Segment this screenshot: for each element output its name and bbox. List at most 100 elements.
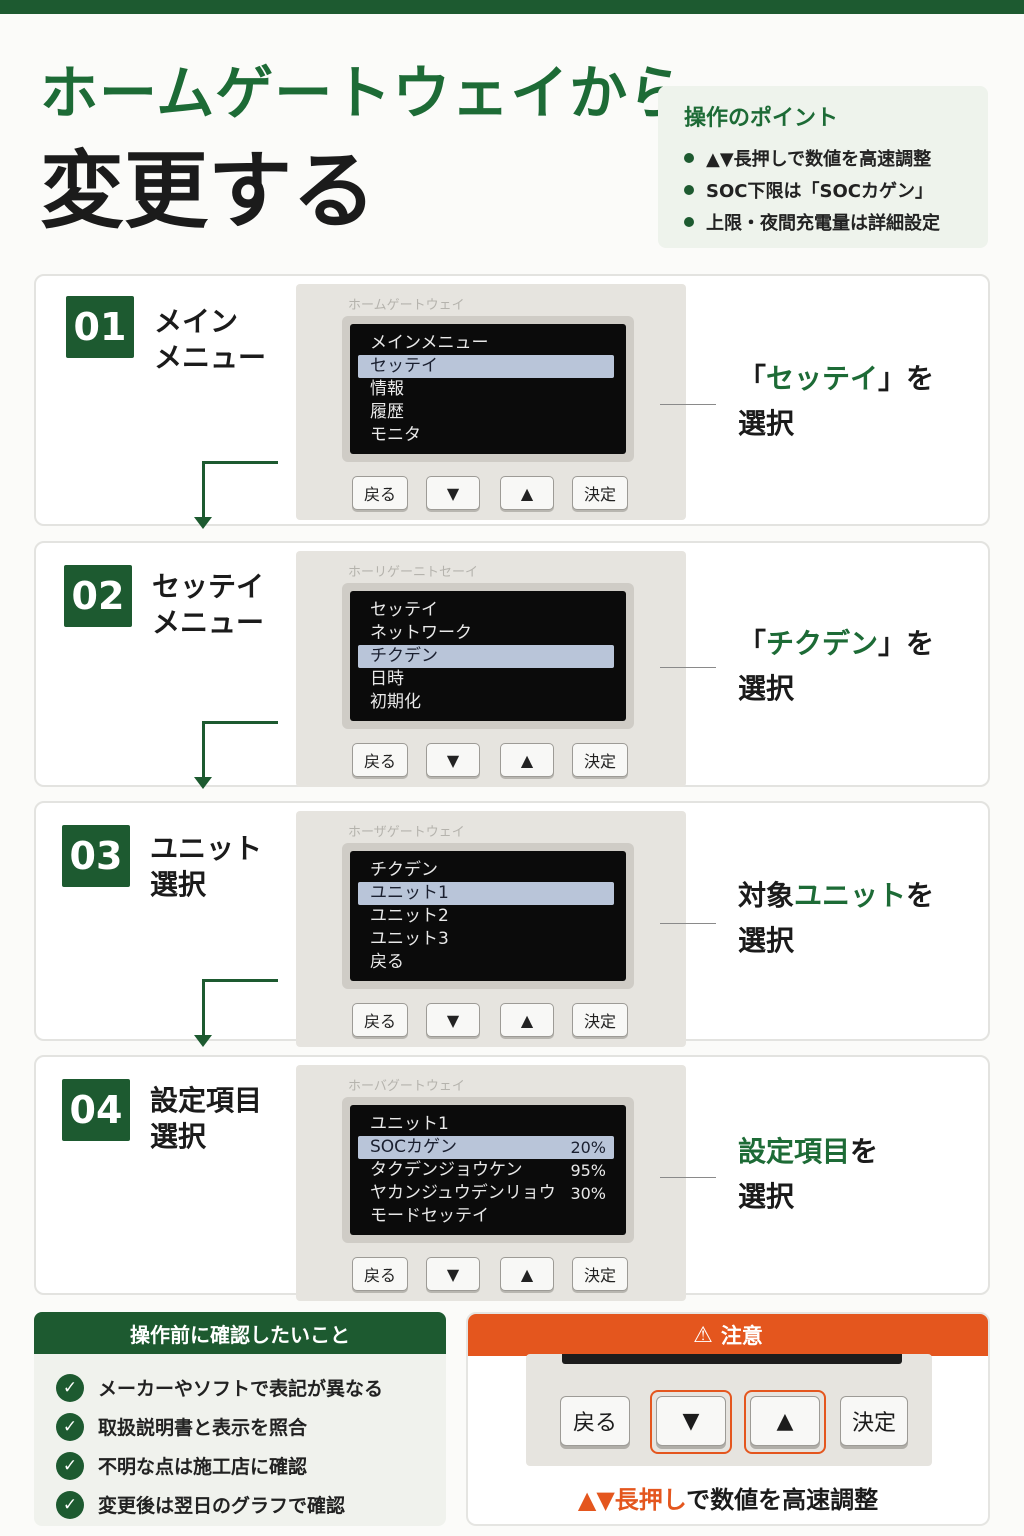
check-circle-icon: ✓ <box>56 1412 84 1441</box>
caution-text: ▲▼長押しで数値を高速調整 <box>577 1486 879 1514</box>
screen-line: ユニット1 <box>370 1114 449 1134</box>
down-arrow-icon <box>194 721 278 789</box>
ok-button[interactable]: 決定 <box>572 476 628 510</box>
down-arrow-icon <box>194 979 278 1047</box>
highlight-ring <box>744 1390 826 1454</box>
down-button[interactable]: ▼ <box>426 1257 480 1291</box>
screen-line-selected[interactable]: チクデン <box>358 645 614 668</box>
button-closeup: 戻る ▼ ▲ 決定 <box>526 1354 932 1466</box>
screen-line[interactable]: 履歴 <box>370 402 404 422</box>
screen-line[interactable]: 情報 <box>370 379 404 399</box>
screen-line: メインメニュー <box>370 333 489 353</box>
top-bar <box>0 0 1024 14</box>
screen-line: セッテイ <box>370 600 438 620</box>
device-label: ホームゲートウェイ <box>348 298 465 313</box>
up-button[interactable]: ▲ <box>500 1003 554 1037</box>
gateway-device: ホーザゲートウェイ チクデン ユニット1 ユニット2 ユニット3 戻る 戻る ▼… <box>296 811 686 1047</box>
up-button[interactable]: ▲ <box>500 476 554 510</box>
leader-line <box>660 667 716 668</box>
step-title: ユニット 選択 <box>150 832 263 901</box>
pre-check-panel: 操作前に確認したいこと ✓メーカーやソフトで表記が異なる ✓取扱説明書と表示を照… <box>34 1312 446 1526</box>
up-button[interactable]: ▲ <box>500 1257 554 1291</box>
screen-line[interactable]: 日時 <box>370 669 404 689</box>
ok-button[interactable]: 決定 <box>572 1257 628 1291</box>
screen-line[interactable]: ネットワーク <box>370 623 472 643</box>
screen-line[interactable]: モードセッテイ <box>370 1206 489 1226</box>
down-button[interactable]: ▼ <box>656 1396 726 1446</box>
highlight-ring <box>650 1390 732 1454</box>
leader-line <box>660 923 716 924</box>
device-label: ホーバグートウェイ <box>348 1079 465 1094</box>
checklist-item: ✓不明な点は施工店に確認 <box>56 1446 446 1485</box>
check-circle-icon: ✓ <box>56 1451 84 1480</box>
back-button[interactable]: 戻る <box>352 1003 408 1037</box>
caution-panel: ⚠ 注意 戻る ▼ ▲ 決定 ▲▼長押しで数値を高速調整 <box>466 1312 990 1526</box>
step-card-02: 02 セッテイ メニュー ホーリゲーニトセーイ セッテイ ネットワーク チクデン… <box>34 541 990 787</box>
page-title-line2: 変更する <box>40 142 377 240</box>
down-arrow-icon <box>194 461 278 529</box>
points-heading: 操作のポイント <box>684 106 839 131</box>
leader-line <box>660 1177 716 1178</box>
bullet-icon <box>684 153 694 163</box>
up-button[interactable]: ▲ <box>500 743 554 777</box>
down-button[interactable]: ▼ <box>426 1003 480 1037</box>
screen-line[interactable]: 戻る <box>370 952 404 972</box>
step-title: 設定項目 選択 <box>150 1084 263 1153</box>
leader-line <box>660 404 716 405</box>
screen-line-selected[interactable]: セッテイ <box>358 355 614 378</box>
down-button[interactable]: ▼ <box>426 743 480 777</box>
back-button[interactable]: 戻る <box>352 476 408 510</box>
point-item: SOC下限は「SOCカゲン」 <box>684 174 988 206</box>
check-circle-icon: ✓ <box>56 1490 84 1519</box>
up-button[interactable]: ▲ <box>750 1396 820 1446</box>
caution-heading: 注意 <box>720 1324 763 1348</box>
screen-line[interactable]: 初期化 <box>370 692 421 712</box>
checklist-item: ✓取扱説明書と表示を照合 <box>56 1407 446 1446</box>
ok-button[interactable]: 決定 <box>572 743 628 777</box>
step-title: セッテイ メニュー <box>152 570 265 639</box>
device-label: ホーザゲートウェイ <box>348 825 465 840</box>
device-screen: メインメニュー セッテイ 情報 履歴 モニタ <box>350 324 626 454</box>
back-button[interactable]: 戻る <box>560 1396 630 1446</box>
back-button[interactable]: 戻る <box>352 1257 408 1291</box>
page-title-line1: ホームゲートウェイから <box>40 59 688 127</box>
screen-line[interactable]: モニタ <box>370 425 421 445</box>
step-number-badge: 02 <box>64 565 132 627</box>
check-circle-icon: ✓ <box>56 1373 84 1402</box>
device-label: ホーリゲーニトセーイ <box>348 565 479 580</box>
gateway-device: ホームゲートウェイ メインメニュー セッテイ 情報 履歴 モニタ 戻る ▼ ▲ … <box>296 284 686 520</box>
back-button[interactable]: 戻る <box>352 743 408 777</box>
screen-line-selected[interactable]: ユニット1 <box>358 882 614 905</box>
warning-triangle-icon: ⚠ <box>693 1322 713 1348</box>
step-action: 「セッテイ」を 選択 <box>738 362 935 440</box>
step-action: 設定項目を 選択 <box>738 1135 879 1213</box>
step-action: 対象ユニットを 選択 <box>738 879 935 957</box>
bullet-icon <box>684 217 694 227</box>
step-number-badge: 03 <box>62 825 130 887</box>
ok-button[interactable]: 決定 <box>572 1003 628 1037</box>
device-screen: セッテイ ネットワーク チクデン 日時 初期化 <box>350 591 626 721</box>
screen-line: チクデン <box>370 860 438 880</box>
device-screen: チクデン ユニット1 ユニット2 ユニット3 戻る <box>350 851 626 981</box>
down-button[interactable]: ▼ <box>426 476 480 510</box>
screen-line[interactable]: ユニット2 <box>370 906 449 926</box>
step-number-badge: 01 <box>66 296 134 358</box>
step-title: メイン メニュー <box>154 305 267 374</box>
checklist-item: ✓変更後は翌日のグラフで確認 <box>56 1485 446 1524</box>
bullet-icon <box>684 185 694 195</box>
checklist-heading: 操作前に確認したいこと <box>34 1312 446 1354</box>
step-action: 「チクデン」を 選択 <box>738 627 935 705</box>
step-number-badge: 04 <box>62 1079 130 1141</box>
caution-header: ⚠ 注意 <box>468 1314 988 1356</box>
point-item: 上限・夜間充電量は詳細設定 <box>684 206 988 238</box>
gateway-device: ホーリゲーニトセーイ セッテイ ネットワーク チクデン 日時 初期化 戻る ▼ … <box>296 551 686 787</box>
screen-line[interactable]: ユニット3 <box>370 929 449 949</box>
ok-button[interactable]: 決定 <box>840 1396 908 1446</box>
points-box: 操作のポイント ▲▼長押しで数値を高速調整 SOC下限は「SOCカゲン」 上限・… <box>658 86 988 248</box>
